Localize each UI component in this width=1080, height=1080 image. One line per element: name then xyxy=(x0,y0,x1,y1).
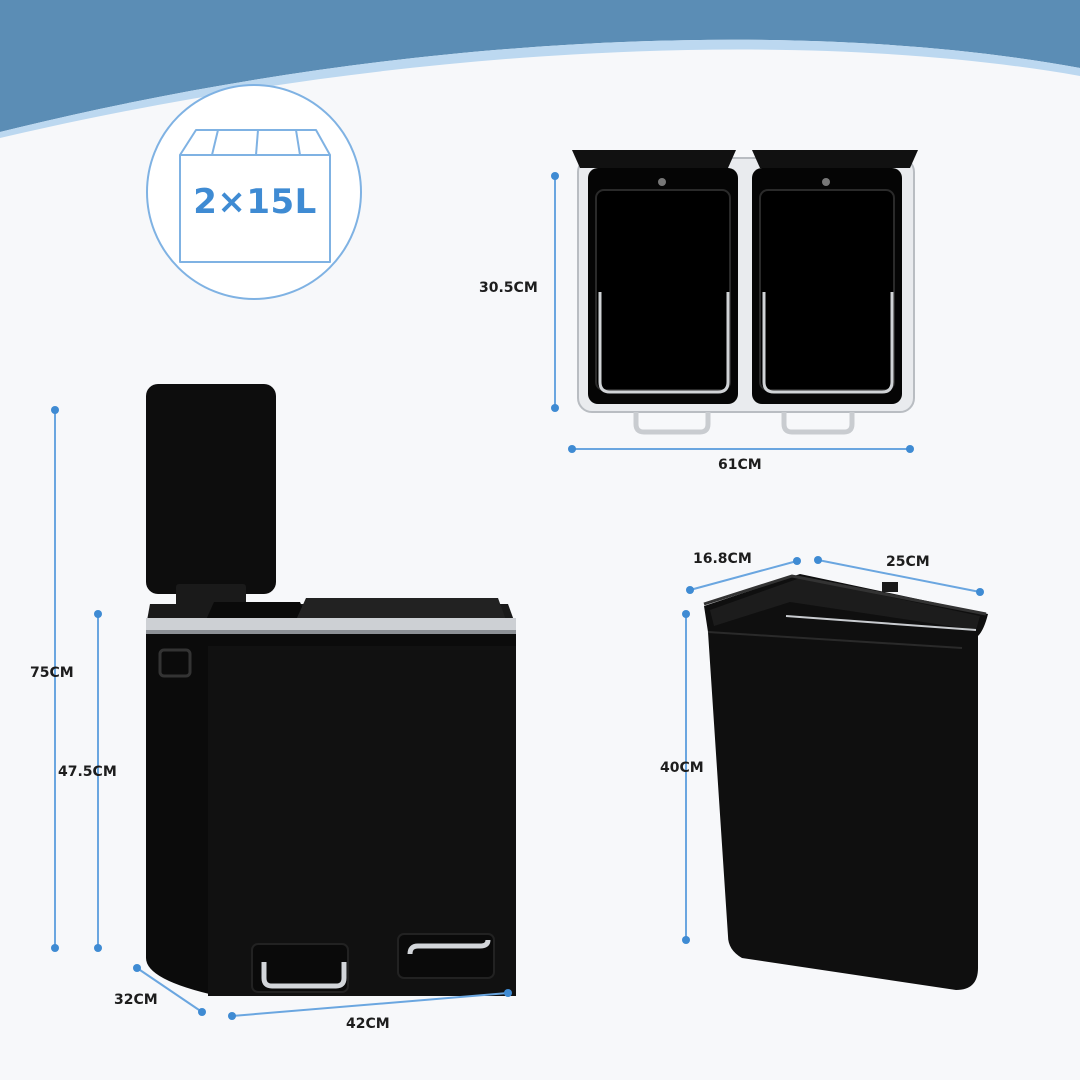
label-top-view-width: 61CM xyxy=(718,457,762,473)
label-inner-width: 25CM xyxy=(886,554,930,570)
dimension-line-inner-height xyxy=(682,610,690,944)
label-body-height: 47.5CM xyxy=(58,764,117,780)
dimension-line-depth xyxy=(133,964,206,1016)
label-depth: 32CM xyxy=(114,992,158,1008)
dimension-line-inner-depth xyxy=(686,557,801,594)
dimension-line-depth-top xyxy=(551,172,559,412)
label-inner-height: 40CM xyxy=(660,760,704,776)
label-top-view-depth: 30.5CM xyxy=(479,280,538,296)
capacity-badge xyxy=(146,84,362,300)
capacity-label: 2×15L xyxy=(193,182,317,222)
dimension-line-total-height xyxy=(51,406,59,952)
dimension-line-body-height xyxy=(94,610,102,952)
label-inner-depth: 16.8CM xyxy=(693,551,752,567)
dimension-line-inner-width xyxy=(814,556,984,596)
inner-bucket xyxy=(703,574,988,990)
label-total-height: 75CM xyxy=(30,665,74,681)
main-bin xyxy=(146,384,516,996)
dimension-line-width-top xyxy=(568,445,914,453)
top-view-bin xyxy=(572,150,918,435)
dimension-line-width xyxy=(228,989,512,1020)
header-wave xyxy=(0,0,1080,138)
label-width: 42CM xyxy=(346,1016,390,1032)
